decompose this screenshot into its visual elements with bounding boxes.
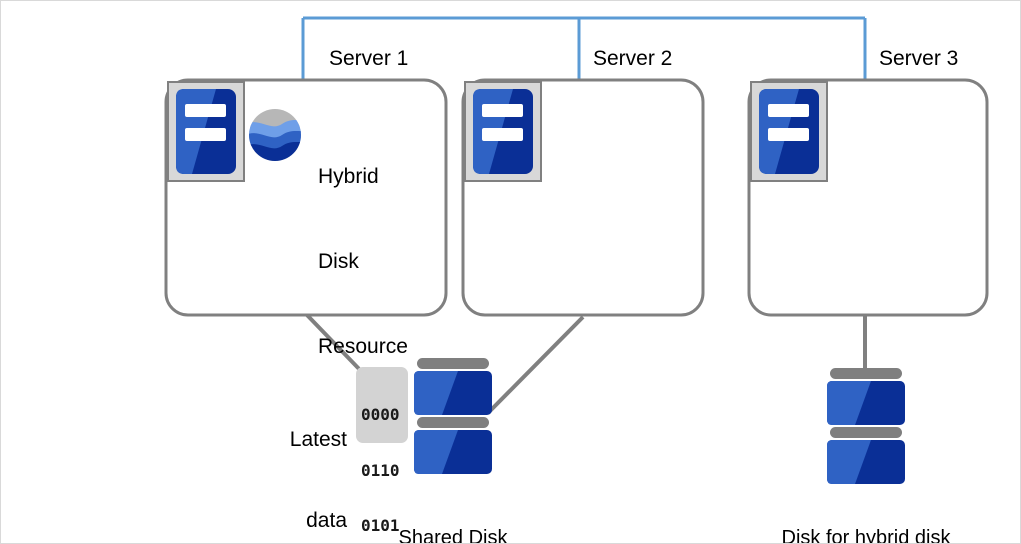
connector-server2-to-shared-disk bbox=[486, 315, 585, 415]
resource-label-line-2: Disk bbox=[318, 249, 359, 273]
hybrid-disk-icon bbox=[827, 368, 905, 484]
binary-row-2: 0110 bbox=[361, 460, 400, 480]
shared-disk-caption-line-1: Shared Disk bbox=[398, 527, 508, 544]
hybrid-disk-resource-label: Hybrid Disk Resource bbox=[318, 106, 408, 418]
network-interconnect bbox=[301, 16, 867, 80]
latest-data-binary: 0000 0110 0101 0101 bbox=[361, 369, 400, 543]
hybrid-disk-caption: Disk for hybrid disk resource bbox=[746, 471, 986, 544]
binary-row-1: 0000 bbox=[361, 405, 400, 425]
latest-data-block bbox=[356, 367, 408, 443]
server-3-label: Server 3 bbox=[879, 47, 959, 70]
latest-data-label: Latest data bbox=[249, 371, 347, 543]
connector-server1-to-latest-data bbox=[305, 313, 364, 374]
latest-data-line-2: data bbox=[306, 509, 347, 533]
server-1-label: Server 1 bbox=[329, 47, 409, 70]
server-2-label: Server 2 bbox=[593, 47, 673, 70]
resource-label-line-1: Hybrid bbox=[318, 164, 379, 188]
server-2-icon bbox=[464, 81, 542, 182]
server-3-icon bbox=[750, 81, 828, 182]
shared-disk-icon bbox=[414, 358, 492, 474]
binary-row-3: 0101 bbox=[361, 516, 400, 536]
latest-data-line-1: Latest bbox=[289, 427, 347, 451]
server-1-icon bbox=[167, 81, 245, 182]
shared-disk-caption: Shared Disk for hybrid disk resource bbox=[303, 471, 603, 544]
hybrid-disk-caption-line-1: Disk for hybrid disk bbox=[781, 527, 951, 544]
resource-label-line-3: Resource bbox=[318, 334, 408, 358]
